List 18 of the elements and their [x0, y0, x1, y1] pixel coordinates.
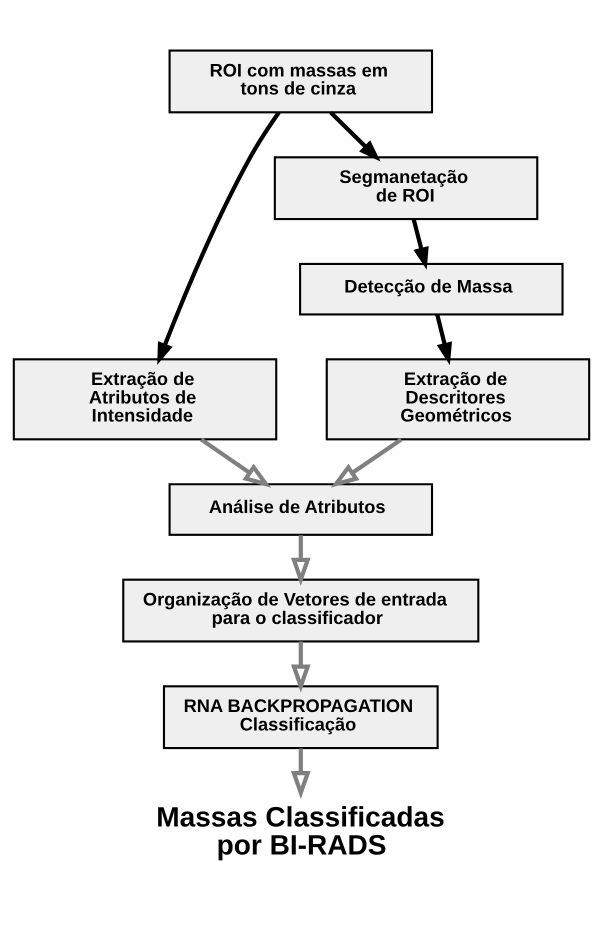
node-box: Detecção de Massa	[299, 262, 564, 316]
node-box: RNA BACKPROPAGATION Classificação	[162, 685, 439, 750]
arrow	[435, 314, 452, 366]
arrow	[290, 535, 311, 586]
arrow	[157, 111, 281, 365]
arrow	[200, 438, 272, 488]
arrow	[290, 748, 311, 800]
arrow	[330, 438, 402, 488]
arrow	[290, 641, 311, 693]
node-box: Extração de Descritores Geométricos	[326, 358, 590, 440]
node-text: Massas Classificadas por BI-RADS	[156, 802, 445, 861]
arrow	[412, 218, 429, 270]
node-box: Extração de Atributos de Intensidade	[12, 358, 278, 440]
node-box: Análise de Atributos	[168, 483, 434, 536]
arrow	[329, 110, 381, 162]
node-box: ROI com massas em tons de cinza	[168, 50, 434, 114]
node-box: Segmanetação de ROI	[274, 156, 538, 220]
node-box: Organização de Vetores de entrada para o classificador	[122, 578, 480, 642]
